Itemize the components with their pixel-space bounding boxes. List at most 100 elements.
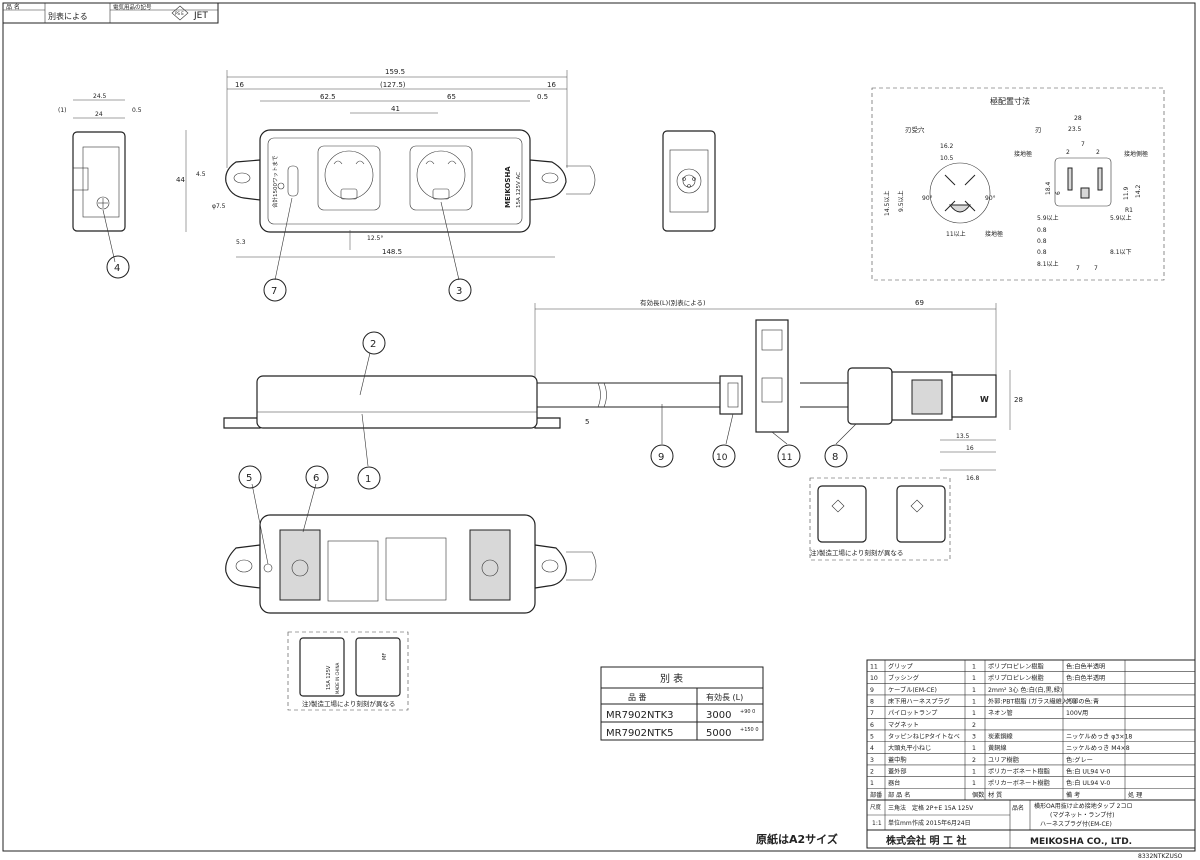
hinmei-value: 別表による xyxy=(48,11,88,21)
company-jp: 株式会社 明 工 社 xyxy=(886,834,966,847)
parts-cell-name: 蓋中駒 xyxy=(888,756,907,764)
wattage-label: 合計1500ワットまで xyxy=(271,155,279,208)
svg-text:6: 6 xyxy=(1055,191,1062,195)
brand-label: MEIKOSHA xyxy=(504,166,512,208)
pin-panel-title: 極配置寸法 xyxy=(990,96,1030,106)
hinmei-label: 品 名 xyxy=(6,3,20,11)
callout-8: 8 xyxy=(824,444,848,468)
callout-10: 10 xyxy=(712,444,736,468)
parts-cell-qty: 1 xyxy=(972,745,976,752)
parts-cell-note: 色:白 UL94 V-0 xyxy=(1066,767,1110,775)
variant-table: 別 表 品 番 有効長 (L) MR7902NTK3 3000 +90 0 MR… xyxy=(600,666,764,741)
note-top: 注)製造工場により刻刻が異なる xyxy=(810,548,903,557)
jet-mark: JET xyxy=(193,11,208,21)
blade-hole-label: 刃受穴 xyxy=(905,125,925,134)
svg-text:8.1以上: 8.1以上 xyxy=(1037,260,1059,268)
parts-cell-mat: ポリカーボネート樹脂 xyxy=(988,779,1050,787)
company-en: MEIKOSHA CO., LTD. xyxy=(1030,837,1132,847)
dim-16: 16 xyxy=(966,445,974,452)
svg-text:8.1以下: 8.1以下 xyxy=(1110,249,1132,256)
dim-44: 44 xyxy=(176,176,185,184)
parts-cell-qty: 3 xyxy=(972,733,976,740)
dim-65: 65 xyxy=(447,93,456,101)
product-name-1: 横形OA用抜け止め接地タップ 2コロ xyxy=(1034,802,1132,810)
dim-5-3: 5.3 xyxy=(236,239,246,246)
callout-3: 3 xyxy=(448,278,472,302)
parts-cell-no: 1 xyxy=(870,780,874,787)
parts-cell-note: ニッケルめっき φ3×18 xyxy=(1066,733,1132,740)
svg-text:14.2: 14.2 xyxy=(1135,184,1142,198)
plug-rating: 15A 125V xyxy=(326,665,332,690)
parts-cell-note: 色:白 UL94 V-0 xyxy=(1066,779,1110,787)
variant-row2-code: MR7902NTK5 xyxy=(606,728,674,739)
top-view: 159.5 16 (127.5) 16 62.5 65 0.5 41 44 4.… xyxy=(176,68,596,281)
parts-cell-mat: 外郭:PBT樹脂 (ガラス繊維入り) xyxy=(988,697,1077,705)
parts-cell-qty: 2 xyxy=(972,722,976,729)
bottom-view xyxy=(225,483,597,614)
callout-2: 2 xyxy=(362,331,386,355)
parts-cell-no: 3 xyxy=(870,757,874,764)
svg-text:接地極: 接地極 xyxy=(985,230,1003,238)
svg-text:2: 2 xyxy=(1096,149,1100,156)
dim-7-5: φ7.5 xyxy=(212,203,226,210)
plug-mf: MF xyxy=(382,653,388,660)
parts-cell-no: 5 xyxy=(870,733,874,740)
mark-label: 電気用品の記号 xyxy=(113,3,152,11)
svg-text:1: 1 xyxy=(365,474,371,485)
unit-label: 単位mm xyxy=(888,819,912,827)
parts-cell-note: 外郭の色:青 xyxy=(1066,697,1099,705)
svg-text:7: 7 xyxy=(1081,141,1085,148)
parts-cell-no: 10 xyxy=(870,675,878,682)
dim-13-5: 13.5 xyxy=(956,433,970,440)
date-label: 作成 2015年6月24日 xyxy=(912,819,971,827)
dim-0-5: 0.5 xyxy=(537,93,548,101)
parts-cell-name: 床下用ハーネスプラグ xyxy=(888,697,950,705)
parts-cell-mat: ポリカーボネート樹脂 xyxy=(988,767,1050,775)
parts-cell-name: ケーブル(EM-CE) xyxy=(888,686,937,694)
parts-cell-mat: ポリプロピレン樹脂 xyxy=(988,674,1044,682)
callout-5: 5 xyxy=(238,465,262,489)
parts-header-proc: 処 理 xyxy=(1128,791,1142,799)
parts-cell-mat: ネオン管 xyxy=(988,709,1013,717)
parts-cell-note: ニッケルめっき M4×8 xyxy=(1066,745,1130,752)
parts-cell-qty: 1 xyxy=(972,710,976,717)
parts-cell-qty: 1 xyxy=(972,768,976,775)
svg-text:R1: R1 xyxy=(1125,207,1133,214)
parts-cell-mat: 炭素鋼線 xyxy=(988,732,1013,740)
dim-eff-len: 有効長(L)(別表による) xyxy=(640,298,706,307)
dim-side-1: (1) xyxy=(58,107,67,114)
product-name-2: (マグネット・ランプ付) xyxy=(1050,811,1115,819)
parts-cell-no: 7 xyxy=(870,710,874,717)
parts-cell-note: 色:グレー xyxy=(1066,756,1093,764)
callout-4: 4 xyxy=(106,255,130,279)
parts-cell-qty: 2 xyxy=(972,757,976,764)
parts-cell-name: パイロットランプ xyxy=(888,710,938,717)
svg-text:3: 3 xyxy=(456,286,462,297)
parts-header-qty: 個数 xyxy=(972,791,985,799)
parts-cell-no: 9 xyxy=(870,687,874,694)
callout-1: 1 xyxy=(357,466,381,490)
parts-cell-no: 2 xyxy=(870,768,874,775)
a2-note: 原紙はA2サイズ xyxy=(756,832,838,846)
parts-header-no: 部番 xyxy=(870,791,882,799)
svg-text:90°: 90° xyxy=(985,195,996,202)
parts-cell-mat: 2mm² 3心 色:白(白,黒,緑) xyxy=(988,686,1062,694)
svg-text:2: 2 xyxy=(370,339,376,350)
svg-text:5: 5 xyxy=(246,473,252,484)
callout-9: 9 xyxy=(650,444,674,468)
name-label: 品名 xyxy=(1012,804,1024,812)
svg-text:28: 28 xyxy=(1074,115,1082,122)
svg-text:0.8: 0.8 xyxy=(1037,238,1047,245)
title-block: 尺度 1:1 三角法 定格 2P+E 15A 125V 単位mm 作成 2015… xyxy=(756,799,1196,860)
parts-cell-qty: 1 xyxy=(972,698,976,705)
variant-row2-len: 5000 xyxy=(706,728,731,739)
dim-148-5: 148.5 xyxy=(382,248,402,256)
dim-69: 69 xyxy=(915,299,924,307)
parts-cell-mat: ユリア樹脂 xyxy=(988,756,1019,764)
dim-5: 5 xyxy=(585,418,589,426)
svg-text:10: 10 xyxy=(716,453,728,463)
svg-text:23.5: 23.5 xyxy=(1068,126,1082,133)
